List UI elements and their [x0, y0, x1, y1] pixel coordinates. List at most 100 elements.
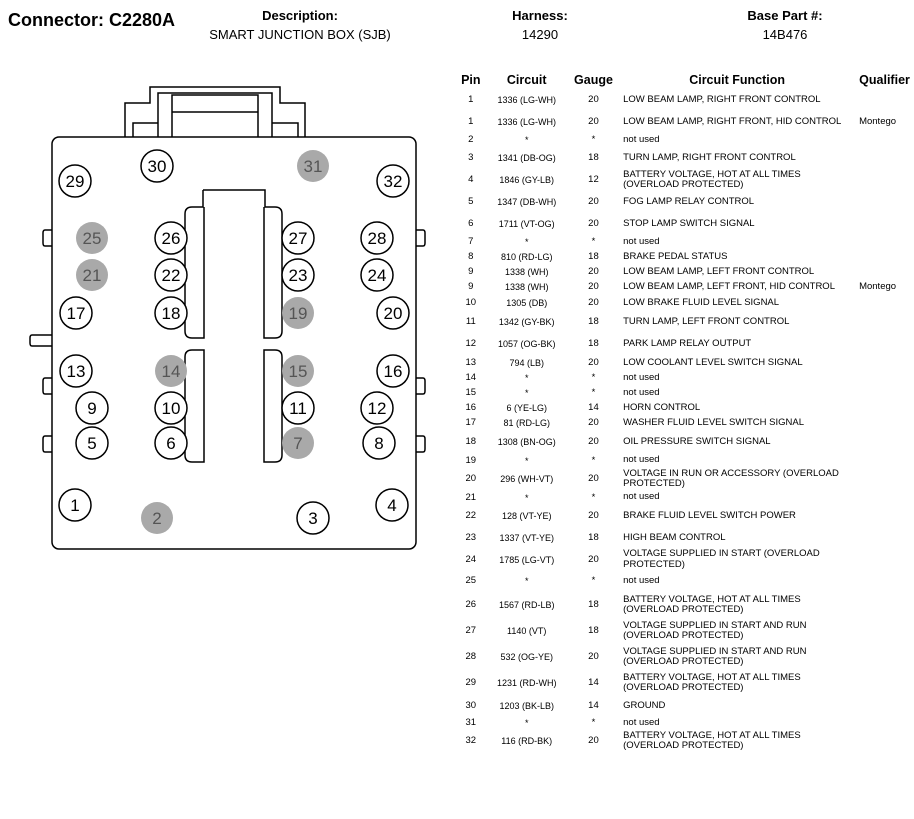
gauge-cell: 18: [588, 316, 599, 327]
pin-column-header: Pin: [461, 73, 481, 87]
qualifier-cell: [855, 670, 914, 696]
pin-number: 17: [67, 304, 86, 323]
pin-number: 2: [152, 509, 161, 528]
gauge-column-header: Gauge: [574, 73, 613, 87]
function-cell: VOLTAGE SUPPLIED IN START (OVERLOAD PROT…: [623, 548, 820, 570]
pin-number: 7: [293, 434, 302, 453]
pin-23: 23: [281, 258, 315, 292]
pin-number: 11: [289, 399, 307, 418]
gauge-cell: 20: [588, 553, 599, 565]
pin-cell: 11: [465, 316, 476, 327]
pin-12: 12: [360, 391, 394, 425]
table-row: 31**not used: [456, 716, 914, 730]
gauge-cell: 14: [588, 677, 599, 688]
pin-circle: [296, 501, 330, 535]
pin-circle: [75, 391, 109, 425]
pin-27: 27: [281, 221, 315, 255]
circuit-column-header: Circuit: [506, 73, 547, 87]
pin-11: 11: [281, 391, 315, 425]
pin-number: 23: [289, 266, 308, 285]
qualifier-cell: [855, 549, 914, 570]
pin-cell: 10: [465, 297, 477, 308]
qualifier-cell: [855, 527, 914, 549]
qualifier-cell: [855, 235, 914, 249]
pin-circle-unused: [76, 259, 108, 291]
connector-housing: [29, 86, 426, 550]
table-header-row: Pin Circuit Gauge Circuit Function Quali…: [456, 71, 914, 89]
circuit-cell: 116 (RD-BK): [501, 736, 553, 746]
qualifier-cell: [855, 468, 914, 490]
gauge-cell: *: [591, 134, 596, 145]
circuit-cell: 1338 (WH): [504, 267, 549, 277]
function-cell: BRAKE FLUID LEVEL SWITCH POWER: [623, 509, 796, 521]
function-cell: VOLTAGE SUPPLIED IN START AND RUN (OVERL…: [623, 645, 807, 667]
qualifier-cell: [855, 311, 914, 333]
circuit-cell: 1342 (GY-BK): [498, 317, 555, 327]
pin-1: 1: [58, 488, 92, 522]
pin-number: 31: [304, 157, 323, 176]
table-row: 21**not used: [456, 490, 914, 505]
pin-28: 28: [360, 221, 394, 255]
pin-19: 19: [282, 297, 314, 329]
pin-number: 27: [289, 229, 308, 248]
function-column-header: Circuit Function: [689, 73, 786, 87]
circuit-cell: 1231 (RD-WH): [496, 678, 557, 688]
qualifier-cell: [855, 401, 914, 415]
gauge-cell: 18: [588, 532, 599, 543]
pin-cell: 22: [465, 510, 477, 521]
circuit-cell: *: [524, 492, 529, 503]
pin-13: 13: [59, 354, 93, 388]
pin-circle: [154, 258, 188, 292]
pin-6: 6: [154, 426, 188, 460]
left-tab-2: [29, 334, 52, 347]
pin-cell: 21: [465, 491, 477, 503]
pin-cell: 16: [465, 402, 477, 413]
function-cell: LOW BEAM LAMP, RIGHT FRONT, HID CONTROL: [623, 115, 842, 127]
qualifier-cell: [855, 191, 914, 213]
pin-circle: [376, 296, 410, 330]
table-row: 7**not used: [456, 235, 914, 249]
function-cell: BATTERY VOLTAGE, HOT AT ALL TIMES (OVERL…: [623, 593, 801, 615]
pin-cell: 23: [465, 532, 477, 543]
pin-number: 13: [67, 362, 86, 381]
pin-cell: 31: [465, 717, 477, 728]
pin-14: 14: [155, 355, 187, 387]
pin-3: 3: [296, 501, 330, 535]
pin-2: 2: [141, 502, 173, 534]
gauge-cell: 20: [588, 281, 599, 292]
harness-block: Harness: 14290: [490, 6, 590, 44]
gauge-cell: *: [591, 575, 596, 586]
pin-18: 18: [154, 296, 188, 330]
circuit-cell: 1203 (BK-LB): [499, 701, 554, 711]
pin-cell: 2: [468, 134, 474, 145]
pin-number: 14: [162, 362, 181, 381]
qualifier-cell: [855, 696, 914, 716]
pin-circle-unused: [282, 427, 314, 459]
function-cell: VOLTAGE SUPPLIED IN START AND RUN (OVERL…: [623, 619, 807, 641]
gauge-cell: 20: [588, 473, 599, 484]
pin-number: 1: [70, 496, 79, 515]
pin-circle: [58, 488, 92, 522]
qualifier-cell: [855, 169, 914, 191]
qualifier-cell: Montego: [859, 281, 897, 292]
function-cell: not used: [623, 235, 660, 247]
qualifier-cell: [855, 249, 914, 265]
top-latch-slot: [171, 94, 259, 137]
gauge-cell: 14: [588, 700, 599, 711]
qualifier-cell: [855, 644, 914, 670]
pin-number: 32: [384, 172, 403, 191]
description-value: SMART JUNCTION BOX (SJB): [209, 27, 391, 42]
pin-cell: 6: [468, 218, 474, 229]
pin-cell: 9: [468, 281, 474, 292]
pin-cell: 8: [468, 251, 474, 262]
